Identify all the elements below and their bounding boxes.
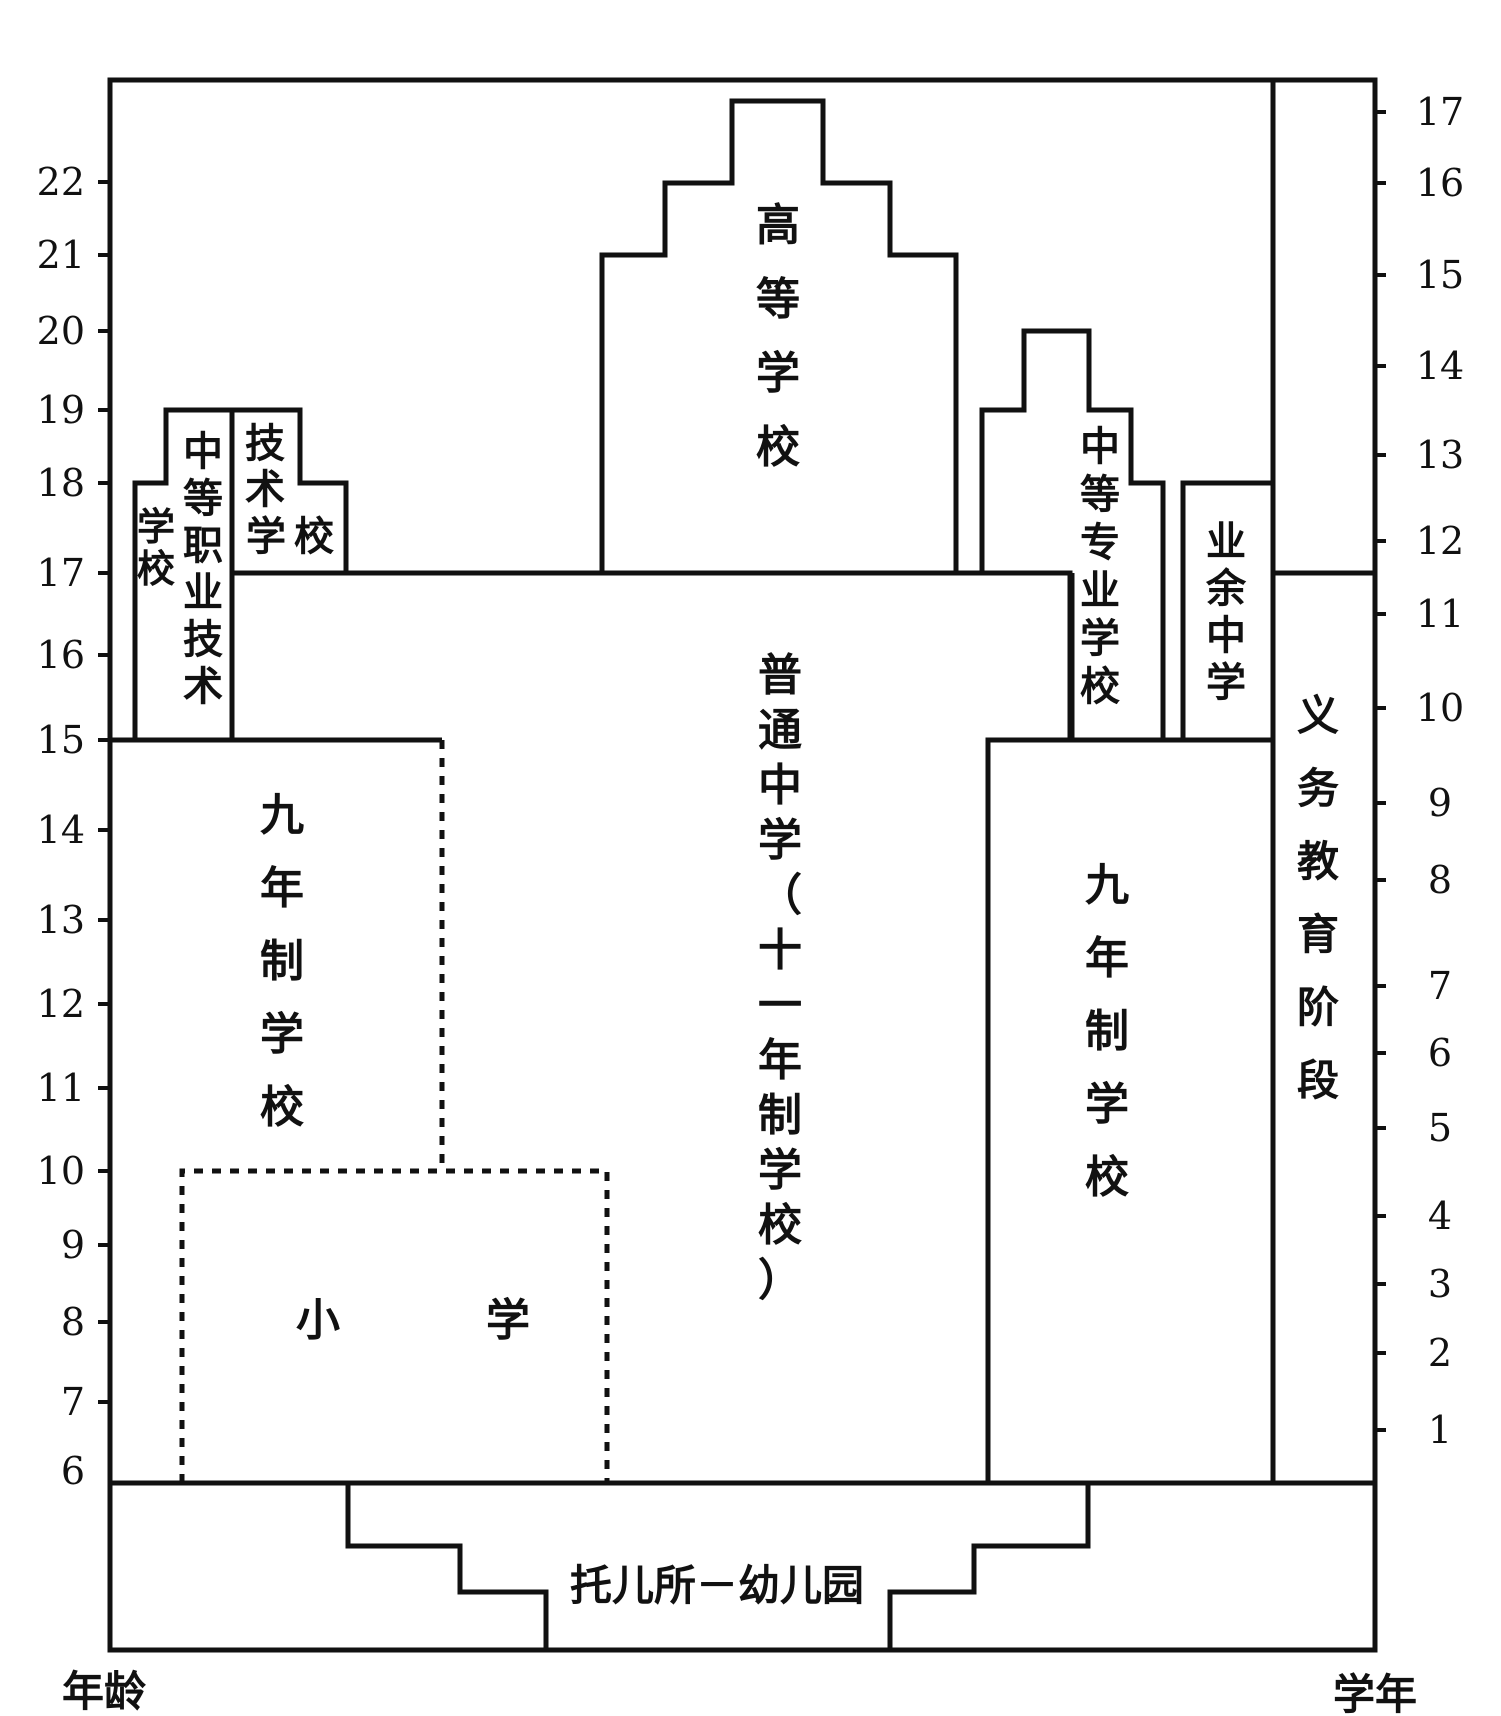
age-tick-label: 11 [37, 1066, 85, 1110]
grade-tick-label: 2 [1428, 1331, 1452, 1375]
age-tick-label: 13 [37, 898, 85, 942]
age-tick-label: 10 [37, 1149, 85, 1193]
technical-school-outline [229, 407, 349, 573]
grade-tick-label: 13 [1416, 433, 1464, 477]
age-tick-label: 15 [37, 718, 85, 762]
outer-frame [107, 77, 1378, 1653]
primary-school-label-right: 学 [486, 1295, 530, 1346]
age-tick-label: 14 [37, 808, 85, 852]
secondary-vocational-label-b: 中等职业技术 [183, 429, 223, 710]
age-tick-label: 6 [61, 1449, 85, 1493]
grade-tick-label: 16 [1416, 161, 1464, 205]
grade-tick-label: 1 [1428, 1408, 1452, 1452]
primary-school-dashed [179, 1168, 610, 1483]
age-tick-label: 8 [61, 1300, 85, 1344]
secondary-vocational-label-a: 学校 [137, 505, 175, 591]
nine-year-school-left-label: 九年制学校 [260, 790, 304, 1133]
higher-education-label: 高等学校 [756, 200, 800, 473]
kindergarten-label: 托儿所－幼儿园 [570, 1561, 864, 1610]
nine-year-school-right-label: 九年制学校 [1085, 860, 1129, 1203]
compulsory-education-label: 义务教育阶段 [1297, 691, 1339, 1105]
spare-time-school-label: 业余中学 [1205, 519, 1247, 706]
age-tick-label: 22 [37, 160, 85, 204]
age-tick-label: 16 [37, 633, 85, 677]
kindergarten-label-bg [552, 1555, 882, 1615]
grade-tick-label: 17 [1416, 90, 1464, 134]
nine-year-school-right-outline [985, 737, 1273, 1483]
grade-tick-label: 3 [1428, 1262, 1452, 1306]
grade-tick-label: 6 [1428, 1031, 1452, 1075]
grade-tick-label: 7 [1428, 964, 1452, 1008]
age-tick-label: 12 [37, 982, 85, 1026]
age-tick-label: 19 [37, 388, 85, 432]
grade-tick-label: 12 [1416, 519, 1464, 563]
age-tick-label: 21 [37, 233, 85, 277]
general-secondary-label: 普通中学（十一年制学校） [758, 650, 802, 1306]
age-axis-title: 年龄 [62, 1667, 146, 1716]
technical-school-label-b: 学校 [246, 514, 334, 560]
grade-axis-ticks: 17 16 15 14 13 12 11 10 9 8 7 6 5 4 3 2 1 [1373, 90, 1464, 1452]
general-secondary-outline [229, 570, 1073, 740]
grade-tick-label: 8 [1428, 858, 1452, 902]
primary-school-label-left: 小 [296, 1295, 340, 1346]
higher-education-outline [599, 98, 959, 573]
age-tick-label: 18 [37, 461, 85, 505]
age-tick-label: 7 [61, 1380, 85, 1424]
age-axis-ticks: 22 21 20 19 18 17 16 15 14 13 12 11 10 9 8 7 6 [37, 160, 112, 1493]
secondary-specialized-outline [979, 328, 1166, 740]
age-tick-label: 20 [37, 309, 85, 353]
technical-school-label-a: 技术 [245, 421, 285, 513]
spare-time-school-outline [1180, 480, 1273, 740]
grade-tick-label: 10 [1416, 686, 1464, 730]
grade-tick-label: 4 [1428, 1194, 1452, 1238]
grade-tick-label: 15 [1416, 253, 1464, 297]
kindergarten-outline [345, 1483, 1091, 1650]
grade-tick-label: 11 [1416, 592, 1464, 636]
grade-axis-title: 学年 [1333, 1670, 1417, 1716]
grade-tick-label: 14 [1416, 344, 1464, 388]
grade-tick-label: 5 [1428, 1106, 1452, 1150]
age-tick-label: 17 [37, 551, 85, 595]
secondary-specialized-label: 中等专业学校 [1080, 424, 1120, 710]
age-tick-label: 9 [61, 1223, 85, 1267]
grade-tick-label: 9 [1428, 781, 1452, 825]
